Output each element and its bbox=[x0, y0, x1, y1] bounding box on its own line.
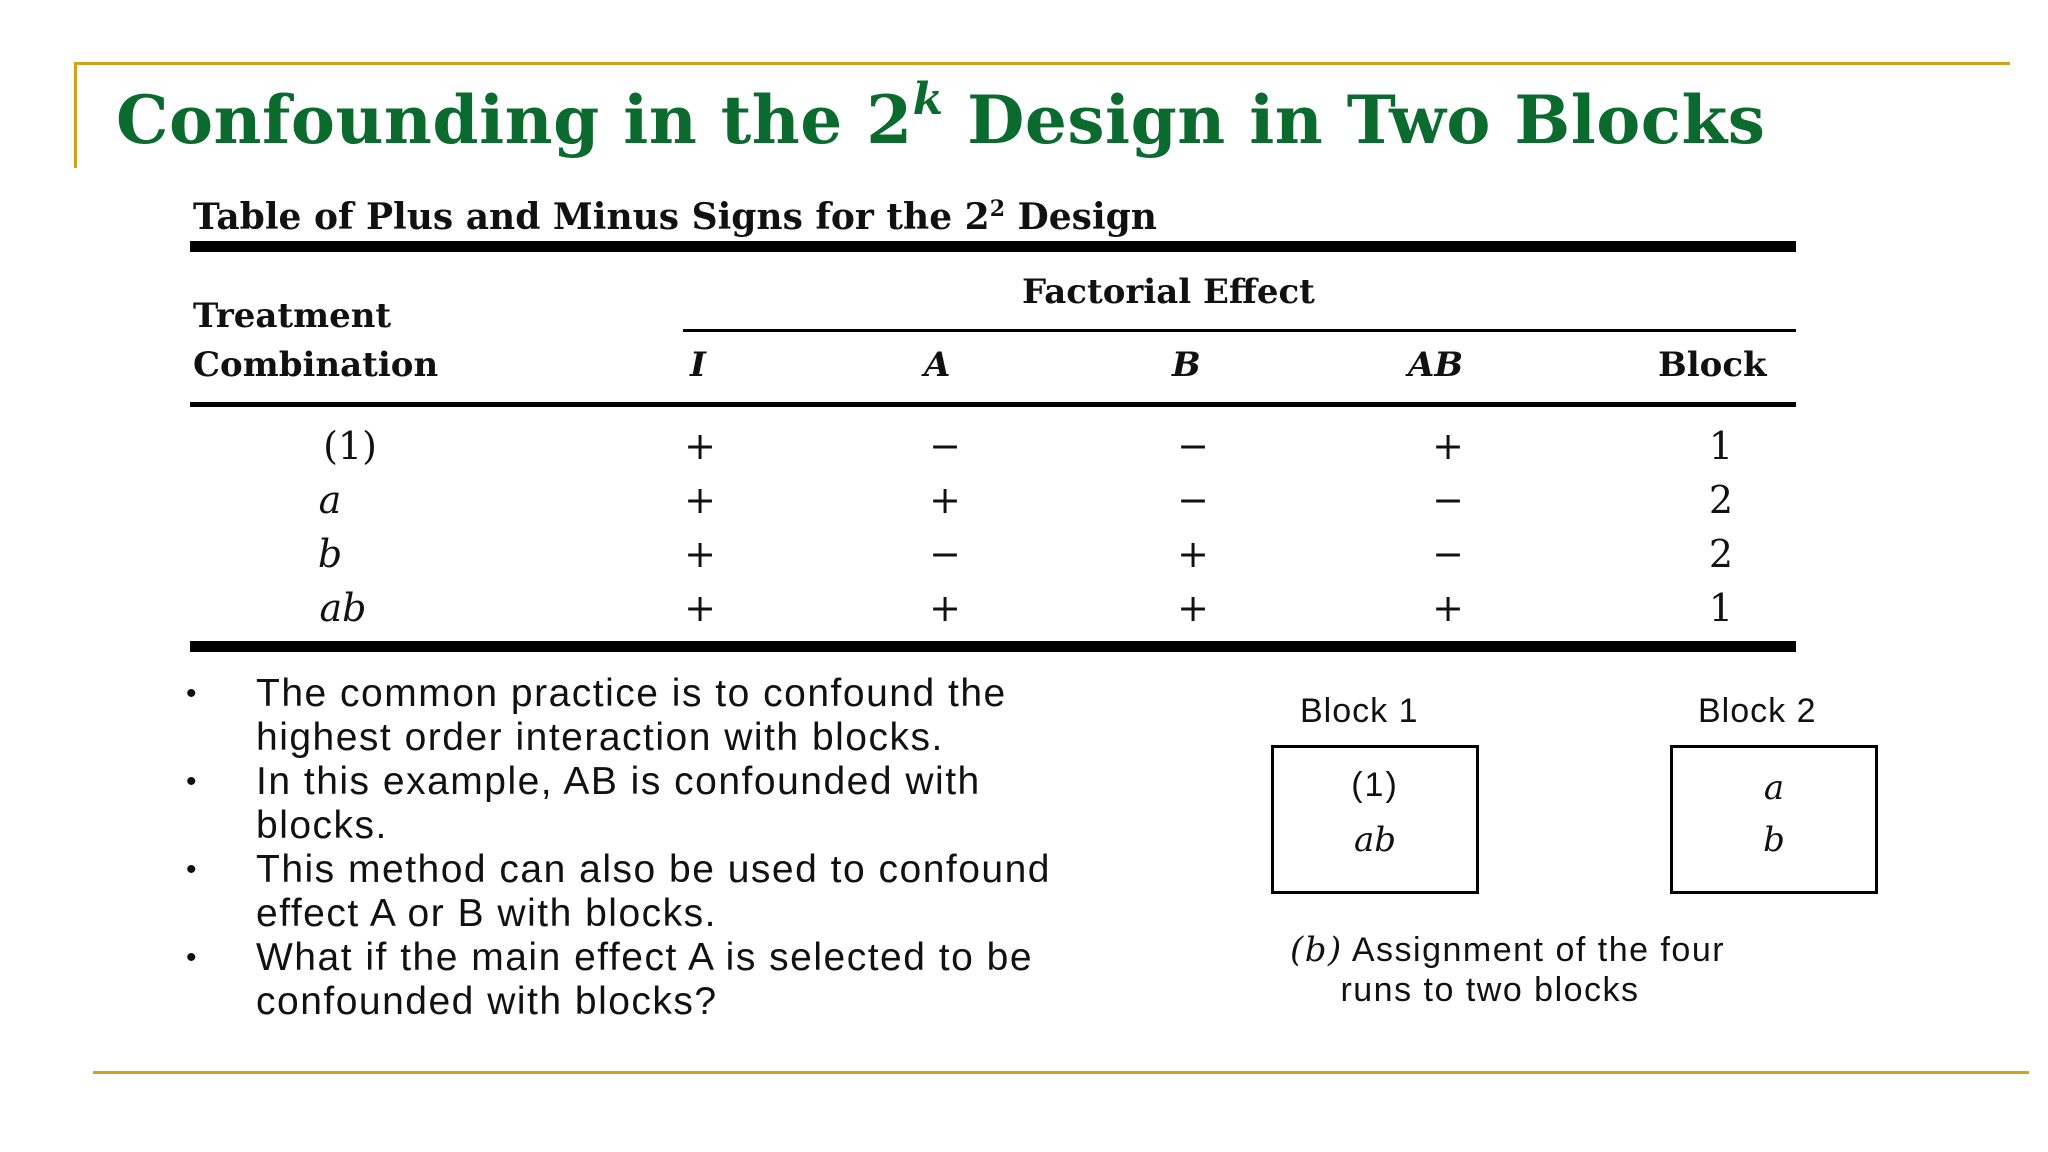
figure-caption-line2: runs to two blocks bbox=[1340, 971, 1640, 1009]
block1-entry: (1) bbox=[1351, 766, 1399, 804]
table-cell-ab: − bbox=[1432, 532, 1464, 576]
block1-label: Block 1 bbox=[1300, 692, 1419, 730]
table-cell-i: + bbox=[684, 586, 716, 630]
figure-caption-line1: (b) Assignment of the four bbox=[1290, 930, 1724, 970]
table-cell-b: + bbox=[1177, 532, 1209, 576]
table-cell-combination: b bbox=[317, 532, 343, 576]
caption-exponent: 2 bbox=[989, 196, 1006, 222]
table-cell-a: + bbox=[929, 478, 961, 522]
bullet-dot-icon: • bbox=[186, 765, 199, 798]
table-cell-b: − bbox=[1177, 424, 1209, 468]
slide-title: Confounding in the 2k Design in Two Bloc… bbox=[116, 74, 1766, 159]
block2-box bbox=[1670, 745, 1878, 894]
table-cell-b: − bbox=[1177, 478, 1209, 522]
table-cell-a: + bbox=[929, 586, 961, 630]
table-cell-combination: a bbox=[318, 478, 342, 522]
table-caption: Table of Plus and Minus Signs for the 22… bbox=[193, 196, 1157, 238]
row-header-line2: Combination bbox=[193, 345, 439, 385]
figure-caption-text: Assignment of the four bbox=[1342, 931, 1726, 969]
table-cell-block: 1 bbox=[1708, 586, 1734, 630]
header-bottom-rule bbox=[190, 402, 1796, 407]
figure-caption-tag: (b) bbox=[1290, 930, 1343, 970]
block2-label: Block 2 bbox=[1698, 692, 1817, 730]
bullet-item: • In this example, AB is confounded with… bbox=[180, 760, 1100, 848]
block1-box bbox=[1271, 745, 1479, 894]
title-prefix: Confounding in the 2 bbox=[116, 81, 913, 159]
bullet-text: This method can also be used to confound… bbox=[256, 848, 1051, 935]
bullet-item: • The common practice is to confound the… bbox=[180, 672, 1100, 760]
bullet-dot-icon: • bbox=[186, 853, 199, 886]
figure-caption: (b) Assignment of the four runs to two b… bbox=[1290, 930, 1724, 1010]
table-cell-a: − bbox=[929, 532, 961, 576]
bullet-text: In this example, AB is confounded with b… bbox=[256, 760, 981, 847]
bottom-border-line bbox=[93, 1071, 2029, 1074]
bullet-dot-icon: • bbox=[186, 941, 199, 974]
table-cell-block: 2 bbox=[1708, 532, 1734, 576]
group-header-rule bbox=[683, 329, 1796, 332]
top-border-line bbox=[74, 62, 2010, 65]
table-cell-i: + bbox=[684, 424, 716, 468]
table-cell-combination: ab bbox=[319, 586, 367, 630]
caption-prefix: Table of Plus and Minus Signs for the 2 bbox=[193, 196, 990, 238]
table-top-rule bbox=[190, 241, 1796, 252]
table-cell-ab: + bbox=[1432, 586, 1464, 630]
block2-entry: a bbox=[1763, 768, 1785, 808]
block1-entry: ab bbox=[1353, 820, 1397, 860]
column-header-block: Block bbox=[1658, 345, 1767, 385]
table-cell-ab: + bbox=[1432, 424, 1464, 468]
table-cell-i: + bbox=[684, 478, 716, 522]
caption-suffix: Design bbox=[1005, 196, 1157, 238]
bullet-dot-icon: • bbox=[186, 677, 199, 710]
table-cell-combination: (1) bbox=[323, 424, 377, 468]
title-exponent: k bbox=[912, 74, 944, 125]
block2-entry: b bbox=[1763, 820, 1785, 860]
bullet-list: • The common practice is to confound the… bbox=[180, 672, 1100, 1024]
table-cell-block: 1 bbox=[1708, 424, 1734, 468]
table-bottom-rule bbox=[190, 641, 1796, 652]
column-header-a: A bbox=[924, 345, 951, 385]
table-cell-i: + bbox=[684, 532, 716, 576]
table-cell-a: − bbox=[929, 424, 961, 468]
bullet-text: The common practice is to confound the h… bbox=[256, 672, 1007, 759]
column-header-i: I bbox=[690, 345, 706, 385]
table-cell-block: 2 bbox=[1708, 478, 1734, 522]
row-header-line1: Treatment bbox=[193, 296, 392, 336]
group-header: Factorial Effect bbox=[1022, 272, 1315, 312]
bullet-text: What if the main effect A is selected to… bbox=[256, 936, 1034, 1023]
column-header-b: B bbox=[1172, 345, 1201, 385]
title-suffix: Design in Two Blocks bbox=[943, 81, 1766, 159]
table-cell-ab: − bbox=[1432, 478, 1464, 522]
bullet-item: • This method can also be used to confou… bbox=[180, 848, 1100, 936]
left-border-line bbox=[74, 62, 77, 168]
column-header-ab: AB bbox=[1408, 345, 1464, 385]
bullet-item: • What if the main effect A is selected … bbox=[180, 936, 1100, 1024]
table-cell-b: + bbox=[1177, 586, 1209, 630]
